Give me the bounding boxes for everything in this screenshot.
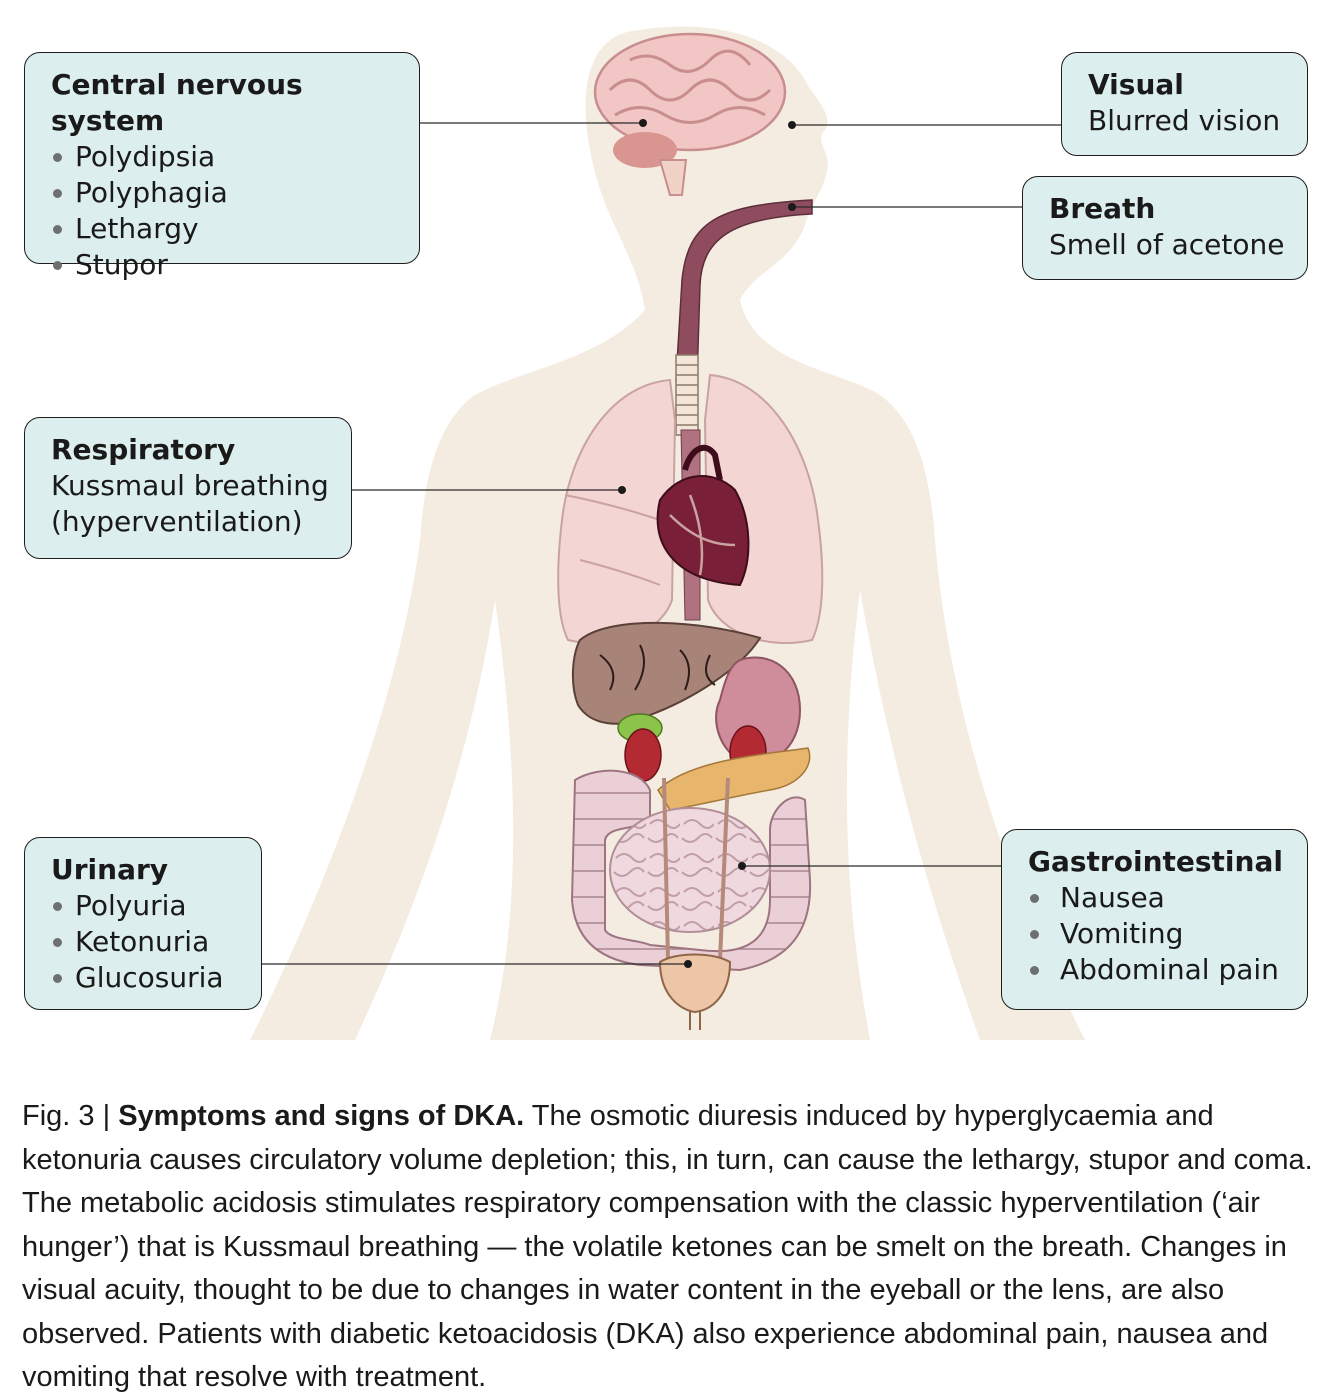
cns-symptom: Polyphagia [51, 175, 419, 211]
cns-symptom: Polydipsia [51, 139, 419, 175]
figure-label: Fig. 3 | [22, 1100, 119, 1132]
gastrointestinal-title: Gastrointestinal [1028, 845, 1283, 878]
gastrointestinal-box: Gastrointestinal Nausea Vomiting Abdomin… [1001, 829, 1308, 1010]
breath-title: Breath [1049, 192, 1156, 225]
cns-title: Central nervous system [51, 68, 303, 137]
liver [571, 621, 762, 725]
small-intestine [609, 807, 771, 933]
breath-box: Breath Smell of acetone [1022, 176, 1308, 280]
figure-title: Symptoms and signs of DKA. [118, 1100, 525, 1132]
cns-symptom-list: Polydipsia Polyphagia Lethargy Stupor [51, 139, 419, 283]
anatomy-figure [250, 26, 1085, 1040]
leader-lines [262, 122, 1061, 965]
respiratory-title: Respiratory [51, 433, 236, 466]
figure-caption-text: The osmotic diuresis induced by hypergly… [22, 1100, 1313, 1393]
urinary-symptom: Ketonuria [51, 924, 261, 960]
gastrointestinal-symptom: Nausea [1028, 880, 1307, 916]
bladder [658, 953, 732, 1030]
visual-box: Visual Blurred vision [1061, 52, 1308, 156]
trachea [675, 199, 813, 621]
visual-symptom: Blurred vision [1088, 104, 1281, 137]
leader-dots [618, 119, 796, 968]
urinary-box: Urinary Polyuria Ketonuria Glucosuria [24, 837, 262, 1010]
figure-caption: Fig. 3 | Symptoms and signs of DKA. The … [22, 1095, 1322, 1400]
cns-symptom: Lethargy [51, 211, 419, 247]
gastrointestinal-symptom-list: Nausea Vomiting Abdominal pain [1028, 880, 1307, 988]
ureters [662, 777, 730, 961]
gastrointestinal-symptom: Abdominal pain [1028, 952, 1307, 988]
urinary-title: Urinary [51, 853, 169, 886]
gastrointestinal-symptom: Vomiting [1028, 916, 1307, 952]
visual-title: Visual [1088, 68, 1184, 101]
breath-symptom: Smell of acetone [1049, 228, 1285, 261]
urinary-symptom: Glucosuria [51, 960, 261, 996]
urinary-symptom: Polyuria [51, 888, 261, 924]
heart [656, 444, 750, 587]
respiratory-box: Respiratory Kussmaul breathing (hyperven… [24, 417, 352, 559]
urinary-symptom-list: Polyuria Ketonuria Glucosuria [51, 888, 261, 996]
cns-symptom: Stupor [51, 247, 419, 283]
pancreas [657, 747, 811, 811]
cns-box: Central nervous system Polydipsia Polyph… [24, 52, 420, 281]
respiratory-symptom-line: Kussmaul breathing [51, 469, 329, 502]
respiratory-symptom-line: (hyperventilation) [51, 505, 303, 538]
